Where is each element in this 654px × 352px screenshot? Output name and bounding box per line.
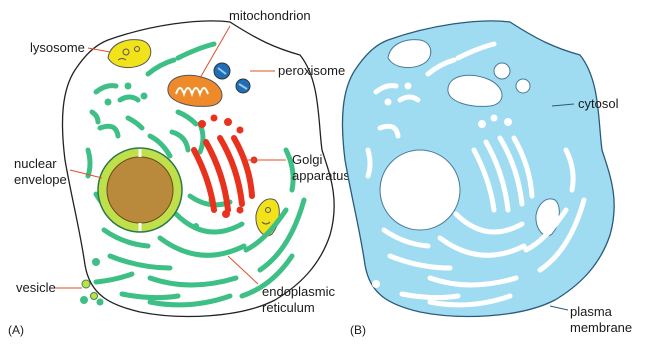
- label-envelope: envelope: [14, 172, 67, 187]
- label-plasma: plasma: [570, 304, 613, 319]
- label-vesicle: vesicle: [16, 280, 56, 295]
- label-endoplasmic: endoplasmic: [262, 284, 335, 299]
- label-lysosome: lysosome: [30, 40, 85, 55]
- label-apparatus: apparatus: [292, 168, 350, 183]
- label-nuclear: nuclear: [14, 156, 57, 171]
- label-cytosol: cytosol: [578, 96, 619, 111]
- nucleus: [98, 148, 182, 232]
- panel-b: cytosol plasma membrane (B): [342, 21, 632, 337]
- label-reticulum: reticulum: [262, 300, 315, 315]
- leader-plasma-membrane: [550, 306, 568, 310]
- label-membrane: membrane: [570, 320, 632, 335]
- panel-label-a: (A): [8, 323, 24, 337]
- label-golgi: Golgi: [292, 152, 322, 167]
- panel-a: lysosome mitochondrion peroxisome nuclea…: [8, 8, 350, 337]
- label-mitochondrion: mitochondrion: [229, 8, 311, 23]
- nucleus-interior: [107, 157, 173, 223]
- label-peroxisome: peroxisome: [278, 63, 345, 78]
- panel-label-b: (B): [350, 323, 366, 337]
